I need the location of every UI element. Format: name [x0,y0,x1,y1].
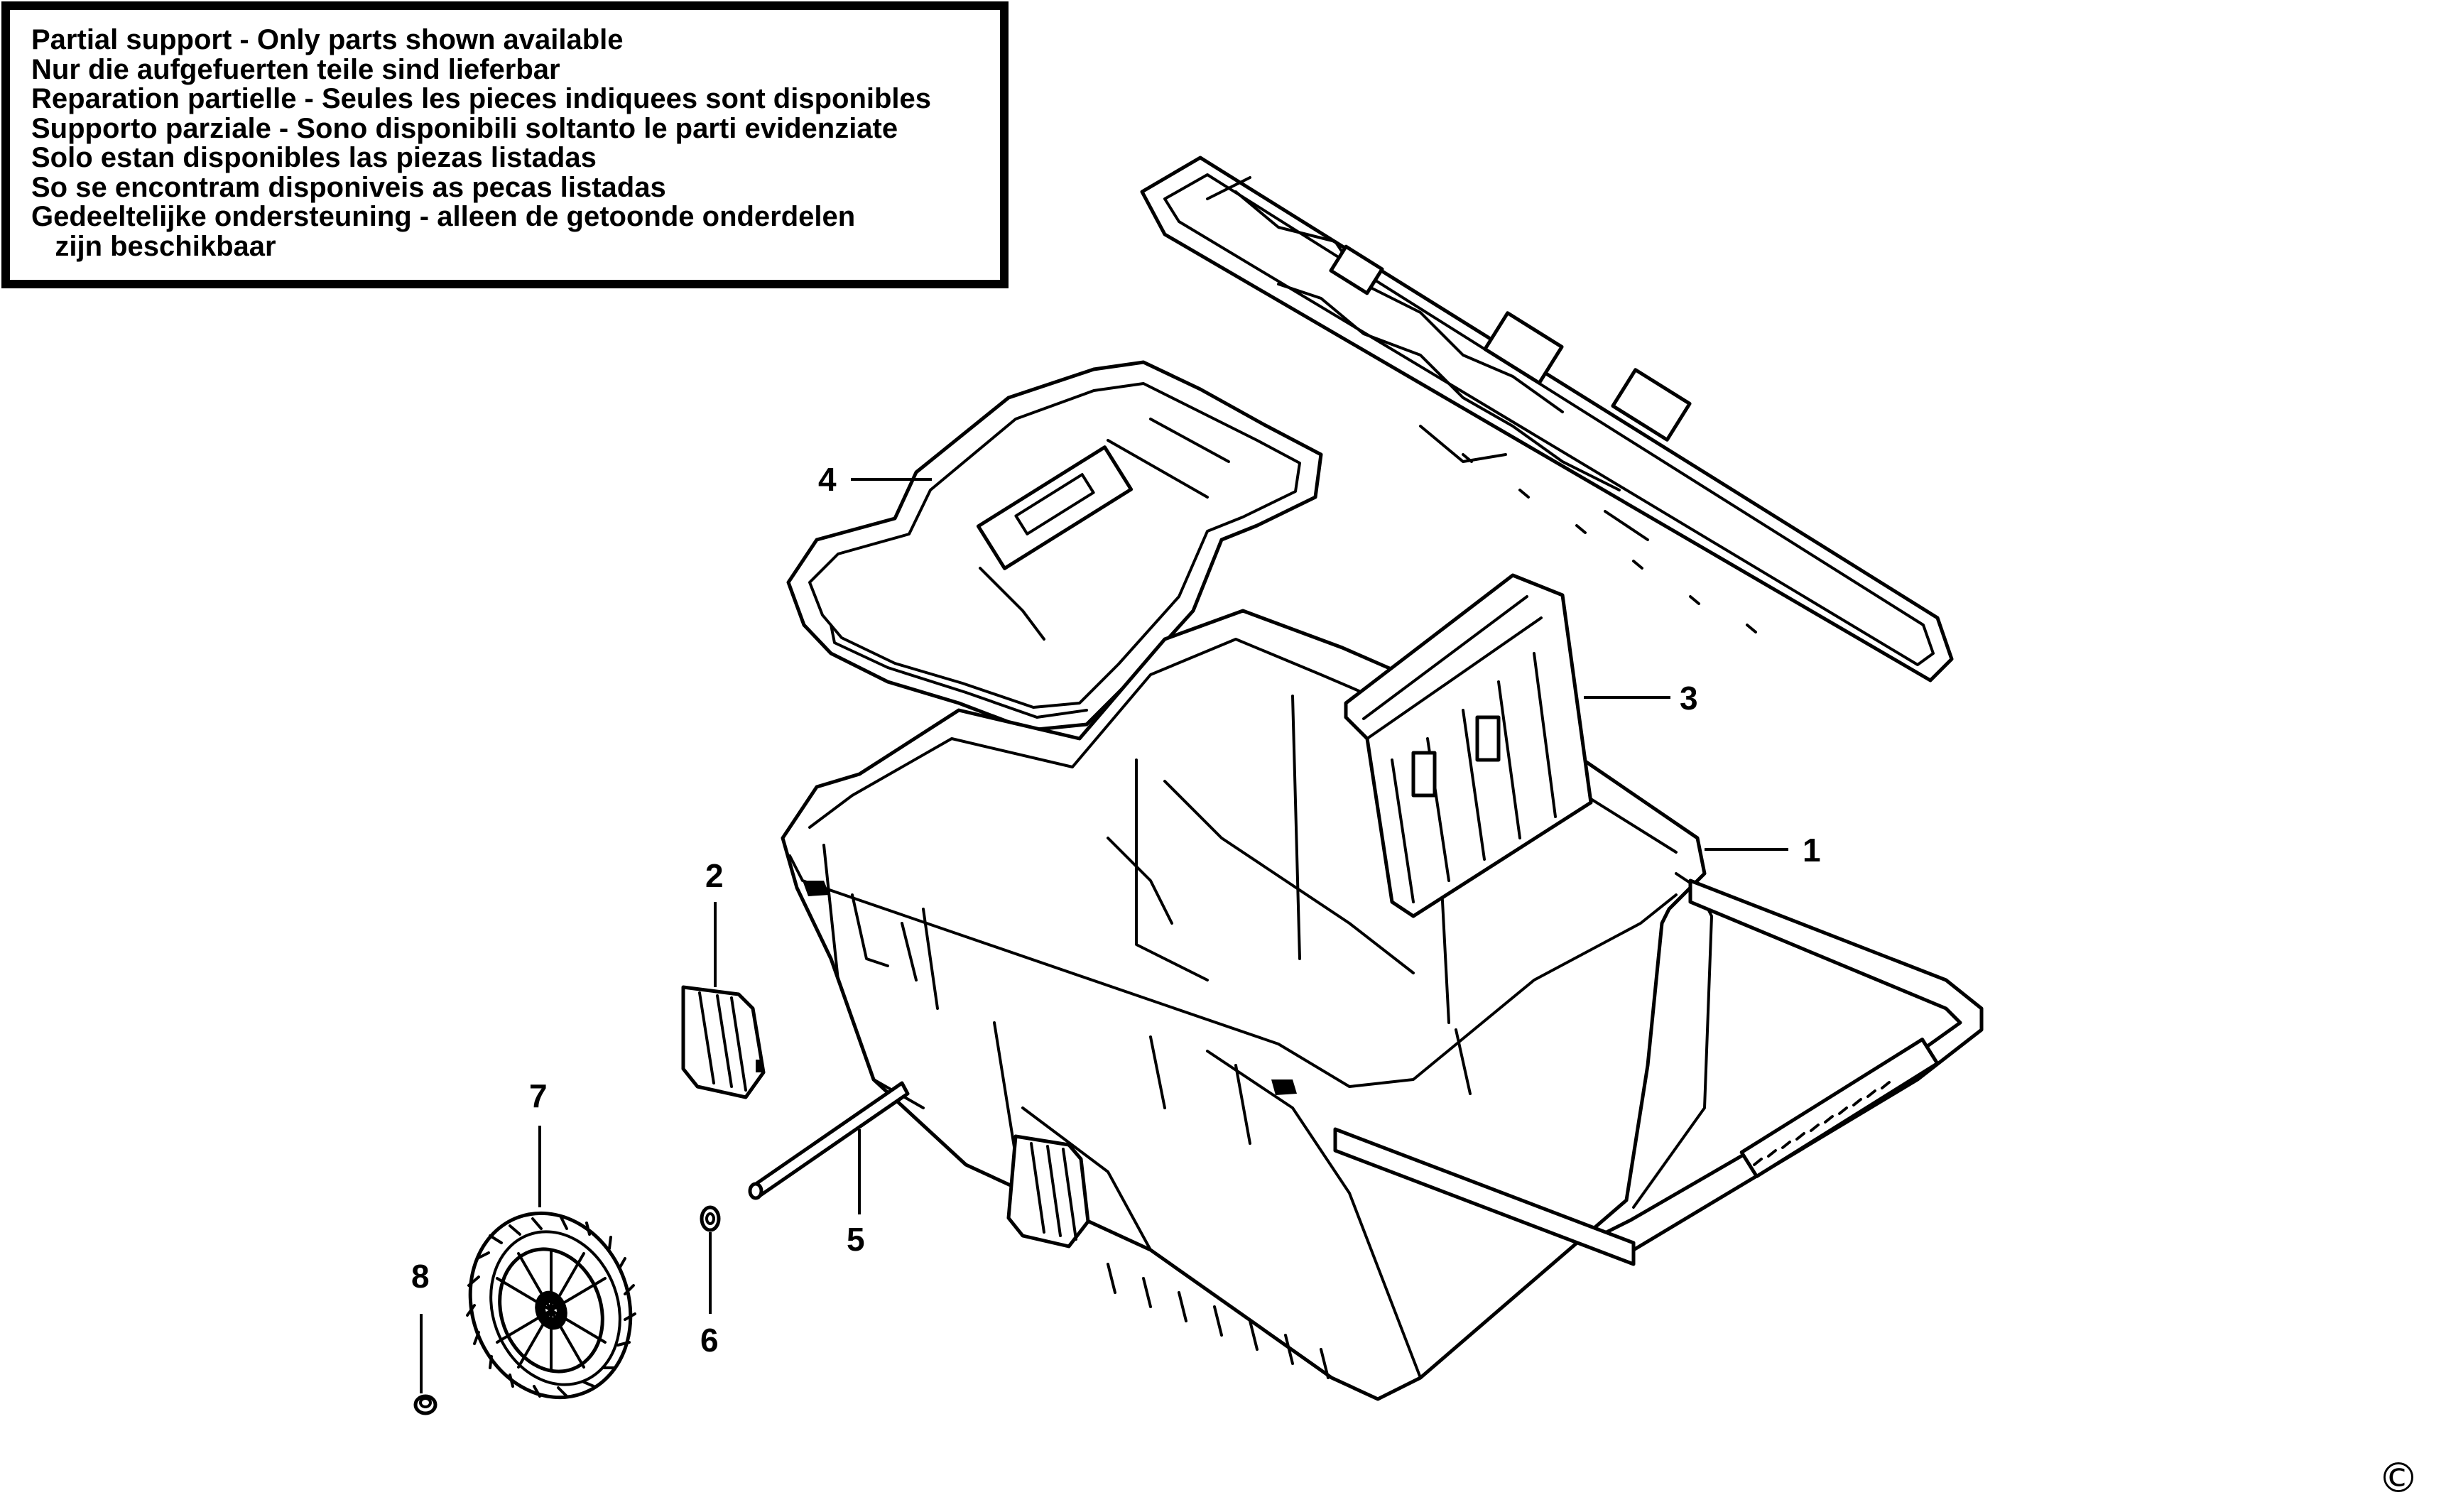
callout-5: 5 [847,1221,865,1258]
callout-6: 6 [700,1322,719,1359]
callout-8: 8 [411,1258,430,1295]
lid-part [1140,156,1954,682]
copyright-mark: © [2378,1454,2419,1502]
divider-insert-part [1344,573,1593,918]
nut-part [413,1394,437,1415]
callout-2: 2 [705,857,724,894]
notice-line-nl: Gedeeltelijke ondersteuning - alleen de … [31,201,856,232]
notice-line-fr: Reparation partielle - Seules les pieces… [31,83,932,114]
latch-on-body [1006,1134,1090,1249]
leader-lines [420,478,1788,1393]
notice-line-pt: So se encontram disponiveis as pecas lis… [31,171,666,203]
notice-line-en: Partial support - Only parts shown avail… [31,24,624,55]
callout-4: 4 [818,461,837,498]
callout-3: 3 [1680,680,1698,717]
wheel-part [466,1211,636,1400]
tray-part [786,360,1323,732]
axle-part [748,1081,910,1200]
washer-part [700,1205,721,1232]
notice-line-de: Nur die aufgefuerten teile sind lieferba… [31,53,560,85]
callout-7: 7 [529,1077,548,1114]
notice-line-nl-cont: zijn beschikbaar [31,230,276,262]
parts-availability-notice: Partial support - Only parts shown avail… [1,1,1009,288]
callout-1: 1 [1803,832,1821,869]
notice-line-it: Supporto parziale - Sono disponibili sol… [31,112,898,144]
notice-lines: Partial support - Only parts shown avail… [31,24,932,262]
notice-line-es: Solo estan disponibles las piezas listad… [31,142,597,173]
latch-part [681,985,766,1099]
telescopic-handle [1333,879,1984,1266]
